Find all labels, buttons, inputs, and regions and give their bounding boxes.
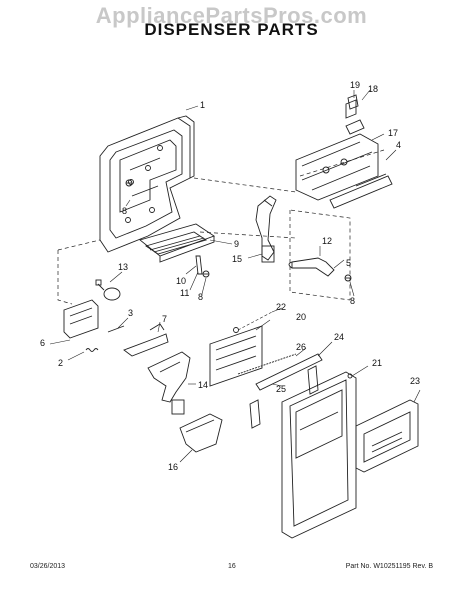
dashed-guides <box>57 149 385 305</box>
callout-23: 23 <box>410 376 420 386</box>
callout-14: 14 <box>198 380 208 390</box>
part-23-control-cover <box>355 399 419 473</box>
callout-13: 13 <box>118 262 128 272</box>
callout-8b: 8 <box>198 292 203 302</box>
part-12-lever-arm <box>288 257 335 277</box>
callout-labels: 1 8 9 10 11 8 15 12 5 8 19 18 17 4 13 6 … <box>40 80 420 472</box>
part-4-cover-strip <box>329 173 393 209</box>
callout-21: 21 <box>372 358 382 368</box>
part-15-lever <box>255 195 277 263</box>
callout-8c: 8 <box>350 296 355 306</box>
screw-parts-8 <box>125 179 352 282</box>
footer-date: 03/26/2013 <box>30 563 66 570</box>
part-9-drip-tray <box>139 223 215 263</box>
callout-9: 9 <box>234 239 239 249</box>
part-14-actuator <box>147 351 191 415</box>
callout-7: 7 <box>162 314 167 324</box>
part-17-control-module <box>295 99 379 201</box>
callout-18: 18 <box>368 84 378 94</box>
callout-10: 10 <box>176 276 186 286</box>
part-6-motor-housing <box>63 299 99 339</box>
part-24-light-bar <box>255 353 323 391</box>
watermark: AppliancePartsPros.com <box>95 3 368 28</box>
part-16-funnel <box>179 413 223 453</box>
footer-part-number: Part No. W10251195 Rev. B <box>345 563 433 570</box>
part-2-spring <box>85 348 99 352</box>
callout-3: 3 <box>128 308 133 318</box>
part-20-circuit-board <box>209 325 263 387</box>
page-title: DISPENSER PARTS <box>144 20 319 39</box>
part-21-front-panel <box>281 371 357 539</box>
part-10-11-clip <box>195 255 203 275</box>
callout-26: 26 <box>296 342 306 352</box>
part-7-linkage <box>123 323 169 357</box>
part-25-side-pieces <box>249 365 319 429</box>
part-1-housing-frame <box>99 115 195 253</box>
callout-15: 15 <box>232 254 242 264</box>
part-22-leader <box>237 311 273 331</box>
callout-1: 1 <box>200 100 205 110</box>
callout-17: 17 <box>388 128 398 138</box>
callout-12: 12 <box>322 236 332 246</box>
footer-page-number: 16 <box>228 563 236 570</box>
part-18-19-brackets <box>347 94 359 110</box>
callout-22: 22 <box>276 302 286 312</box>
callout-24: 24 <box>334 332 344 342</box>
callout-19: 19 <box>350 80 360 90</box>
part-26-strip <box>237 353 297 375</box>
callout-6: 6 <box>40 338 45 348</box>
callout-25: 25 <box>276 384 286 394</box>
callout-8a: 8 <box>122 206 127 216</box>
callout-2: 2 <box>58 358 63 368</box>
callout-11: 11 <box>180 288 189 298</box>
callout-5: 5 <box>346 258 351 268</box>
callout-16: 16 <box>168 462 178 472</box>
leader-lines <box>49 89 421 463</box>
part-13-motor <box>95 279 121 301</box>
part-3-rod <box>107 325 125 333</box>
callout-20: 20 <box>296 312 306 322</box>
callout-4: 4 <box>396 140 401 150</box>
